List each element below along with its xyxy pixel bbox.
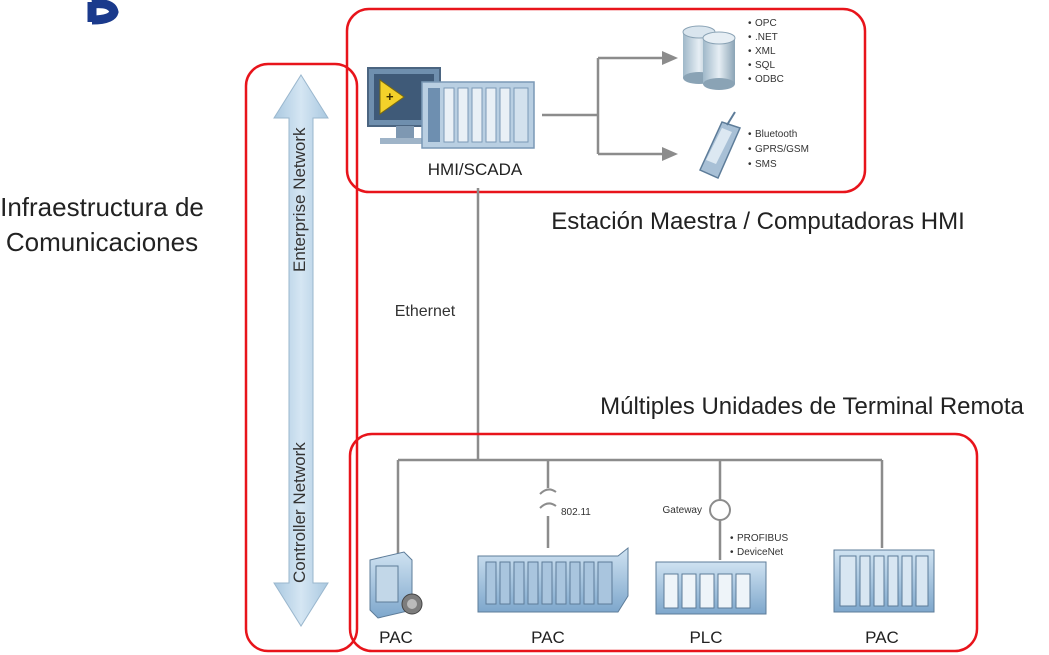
wireless-items-list: • Bluetooth • GPRS/GSM • SMS	[748, 129, 809, 170]
wireless-item-bullet: •	[748, 159, 752, 170]
wireless-item: Bluetooth	[755, 129, 797, 140]
hmi-branch-connectors	[542, 56, 665, 156]
pac-rack-device-icon	[833, 549, 935, 613]
fieldbus-items-list: • PROFIBUS • DeviceNet	[730, 533, 788, 558]
master-station-highlight-box	[345, 7, 867, 194]
database-item-bullet: •	[748, 46, 752, 57]
database-item: .NET	[755, 32, 778, 43]
fieldbus-item-bullet: •	[730, 533, 734, 544]
database-icon	[682, 25, 736, 90]
gateway-icon	[709, 499, 731, 521]
database-item: OPC	[755, 18, 777, 29]
cropped-title-glyph	[87, 0, 119, 25]
controller-network-label: Controller Network	[290, 442, 309, 583]
rtu-highlight-box	[348, 432, 979, 653]
database-item: SQL	[755, 60, 775, 71]
wireless-item: SMS	[755, 159, 777, 170]
pac-modular-device-icon	[477, 546, 629, 613]
database-item-bullet: •	[748, 18, 752, 29]
fieldbus-item: DeviceNet	[737, 547, 783, 558]
rtu-caption: Múltiples Unidades de Terminal Remota	[600, 393, 1024, 420]
arrowhead-to-wireless	[662, 147, 678, 161]
wireless-item: GPRS/GSM	[755, 144, 809, 155]
database-item-bullet: •	[748, 60, 752, 71]
hmi-scada-label: HMI/SCADA	[428, 160, 523, 179]
device-label: PAC	[531, 628, 565, 647]
wireless-break-symbol	[539, 488, 557, 509]
wireless-item-bullet: •	[748, 144, 752, 155]
infrastructure-label-line2: Comunicaciones	[6, 227, 198, 257]
device-label: PAC	[379, 628, 413, 647]
database-item-bullet: •	[748, 74, 752, 85]
hmi-computer-icon: +	[367, 67, 535, 149]
ethernet-label: Ethernet	[395, 303, 456, 320]
database-item-bullet: •	[748, 32, 752, 43]
enterprise-network-label: Enterprise Network	[290, 127, 309, 272]
svg-text:+: +	[386, 89, 394, 104]
gateway-label: Gateway	[663, 505, 702, 516]
network-axis-highlight-box	[244, 62, 359, 653]
fieldbus-item: PROFIBUS	[737, 533, 788, 544]
wireless-item-bullet: •	[748, 129, 752, 140]
database-item: XML	[755, 46, 776, 57]
fieldbus-item-bullet: •	[730, 547, 734, 558]
plc-device-icon	[655, 561, 767, 615]
device-label: PLC	[689, 628, 722, 647]
infrastructure-label-line1: Infraestructura de	[0, 192, 204, 222]
pac-compact-device-icon	[369, 551, 423, 619]
field-bus-wiring	[396, 458, 884, 560]
database-items-list: • OPC • .NET • XML • SQL • ODBC	[748, 18, 784, 85]
master-station-caption: Estación Maestra / Computadoras HMI	[551, 208, 965, 235]
arrowhead-to-database	[662, 51, 678, 65]
wireless-handheld-icon	[699, 111, 742, 179]
device-label: PAC	[865, 628, 899, 647]
network-double-arrow	[273, 74, 329, 627]
database-item: ODBC	[755, 74, 784, 85]
wifi-802-11-label: 802.11	[561, 507, 591, 518]
